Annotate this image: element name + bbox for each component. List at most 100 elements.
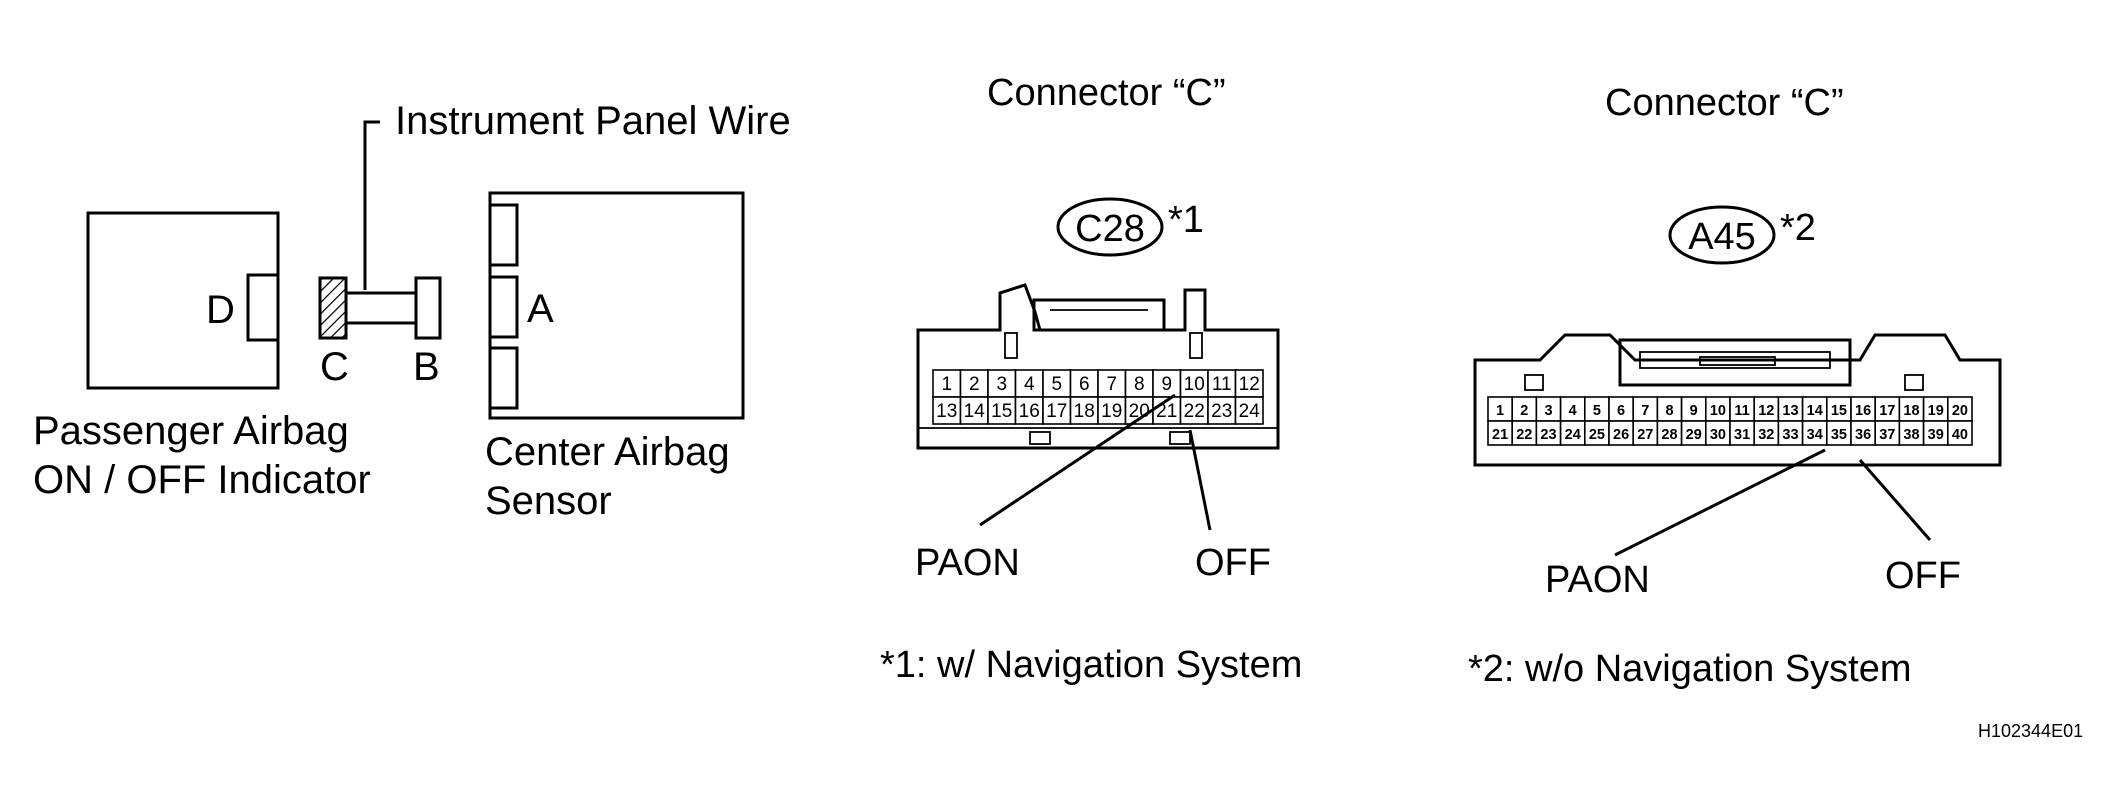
connector-a45-housing [1473,333,2002,467]
pin-number: 25 [1589,427,1605,443]
pin-number: 2 [969,374,980,395]
pin-cell [1042,396,1072,425]
guide-left [1524,374,1544,391]
harness-wire-body [344,291,418,325]
pin-number: 15 [991,401,1012,422]
paon-label: PAON [1545,559,1650,601]
pin-number: 24 [1239,401,1261,422]
pin-number: 8 [1665,403,1673,419]
indicator-connector-d [246,273,280,342]
connector-code-oval [1668,205,1776,265]
latch-detail [1639,351,1831,369]
guide-right [1904,374,1924,391]
pin-number: 24 [1565,427,1581,443]
pin-number: 23 [1211,401,1232,422]
off-leader-line [1858,459,1932,541]
pin-number: 18 [1074,401,1095,422]
pin-number: 10 [1710,403,1726,419]
pin-cell [987,369,1017,398]
pin-number: 12 [1758,403,1774,419]
pin-number: 5 [1051,374,1062,395]
pin-number: 22 [1184,401,1205,422]
connector-note-mark: *1 [1168,199,1204,241]
pin-number: 3 [1544,403,1552,419]
pin-cell [1874,396,1901,422]
pin-number: 13 [1782,403,1798,419]
pin-cell [1207,396,1237,425]
pin-cell [1705,420,1731,446]
pin-number: 20 [1952,403,1968,419]
pin-number: 18 [1903,403,1919,419]
indicator-label-line2: ON / OFF Indicator [33,458,371,502]
pin-cell [1487,420,1514,446]
pin-cell [1069,369,1099,398]
housing-notch-1 [1029,431,1051,445]
off-leader-line [1188,429,1212,531]
pin-cell [1680,420,1707,446]
pin-number: 35 [1831,427,1847,443]
pin-number: 1 [941,374,952,395]
pin-number: 31 [1734,427,1750,443]
latch-detail-inner [1699,356,1776,366]
connector-code: A45 [1688,216,1756,258]
pin-cell [1947,420,1973,446]
pin-cell [1753,396,1780,422]
pin-number: 14 [1807,403,1823,419]
pin-number: 9 [1161,374,1172,395]
pin-cell [1535,420,1562,446]
pin-number: 4 [1024,374,1035,395]
connector-code-oval [1056,197,1164,257]
pin-number: 21 [1156,401,1177,422]
pin-number: 37 [1879,427,1895,443]
pin-number: 19 [1101,401,1122,422]
paon-label: PAON [915,542,1020,584]
pin-number: 14 [964,401,986,422]
pin-cell [1801,420,1828,446]
paon-leader-line [1614,448,1826,557]
pin-cell [1042,369,1072,398]
pin-number: 23 [1540,427,1556,443]
connector-d-label: D [206,288,235,332]
off-label: OFF [1885,555,1961,597]
pin-number: 16 [1019,401,1040,422]
pin-number: 36 [1855,427,1871,443]
footnote-no-nav: *2: w/o Navigation System [1468,648,1912,690]
pin-cell [1656,396,1683,422]
pin-number: 5 [1593,403,1601,419]
pin-number: 7 [1106,374,1117,395]
pin-cell [1705,396,1731,422]
pin-number: 30 [1710,427,1726,443]
pin-number: 39 [1928,427,1944,443]
harness-connector-c [318,276,348,340]
pin-number: 17 [1879,403,1895,419]
figure-id: H102344E01 [1978,721,2083,741]
pin-number: 28 [1661,427,1677,443]
connector-c28-latch [1032,298,1166,332]
sensor-label-line1: Center Airbag [485,430,730,474]
pin-cell [1179,396,1209,425]
pin-cell [1487,396,1514,422]
pin-number: 13 [936,401,957,422]
pin-number: 26 [1613,427,1629,443]
pin-number: 22 [1516,427,1532,443]
pin-cell [1097,396,1127,425]
pin-number: 34 [1807,427,1823,443]
pin-cell [1608,420,1635,446]
pin-number: 32 [1758,427,1774,443]
connector-c28-title: Connector “C” [987,72,1226,114]
housing-notch-2 [1169,431,1191,445]
pin-cell [1014,396,1044,425]
pin-number: 33 [1782,427,1798,443]
sensor-connector-a [488,275,519,339]
pin-number: 29 [1686,427,1702,443]
connector-code: C28 [1075,208,1145,250]
connector-a-label: A [527,287,554,331]
pin-number: 1 [1496,403,1504,419]
guide-left [1004,332,1018,359]
connector-b-label: B [413,345,440,389]
pin-number: 8 [1134,374,1145,395]
